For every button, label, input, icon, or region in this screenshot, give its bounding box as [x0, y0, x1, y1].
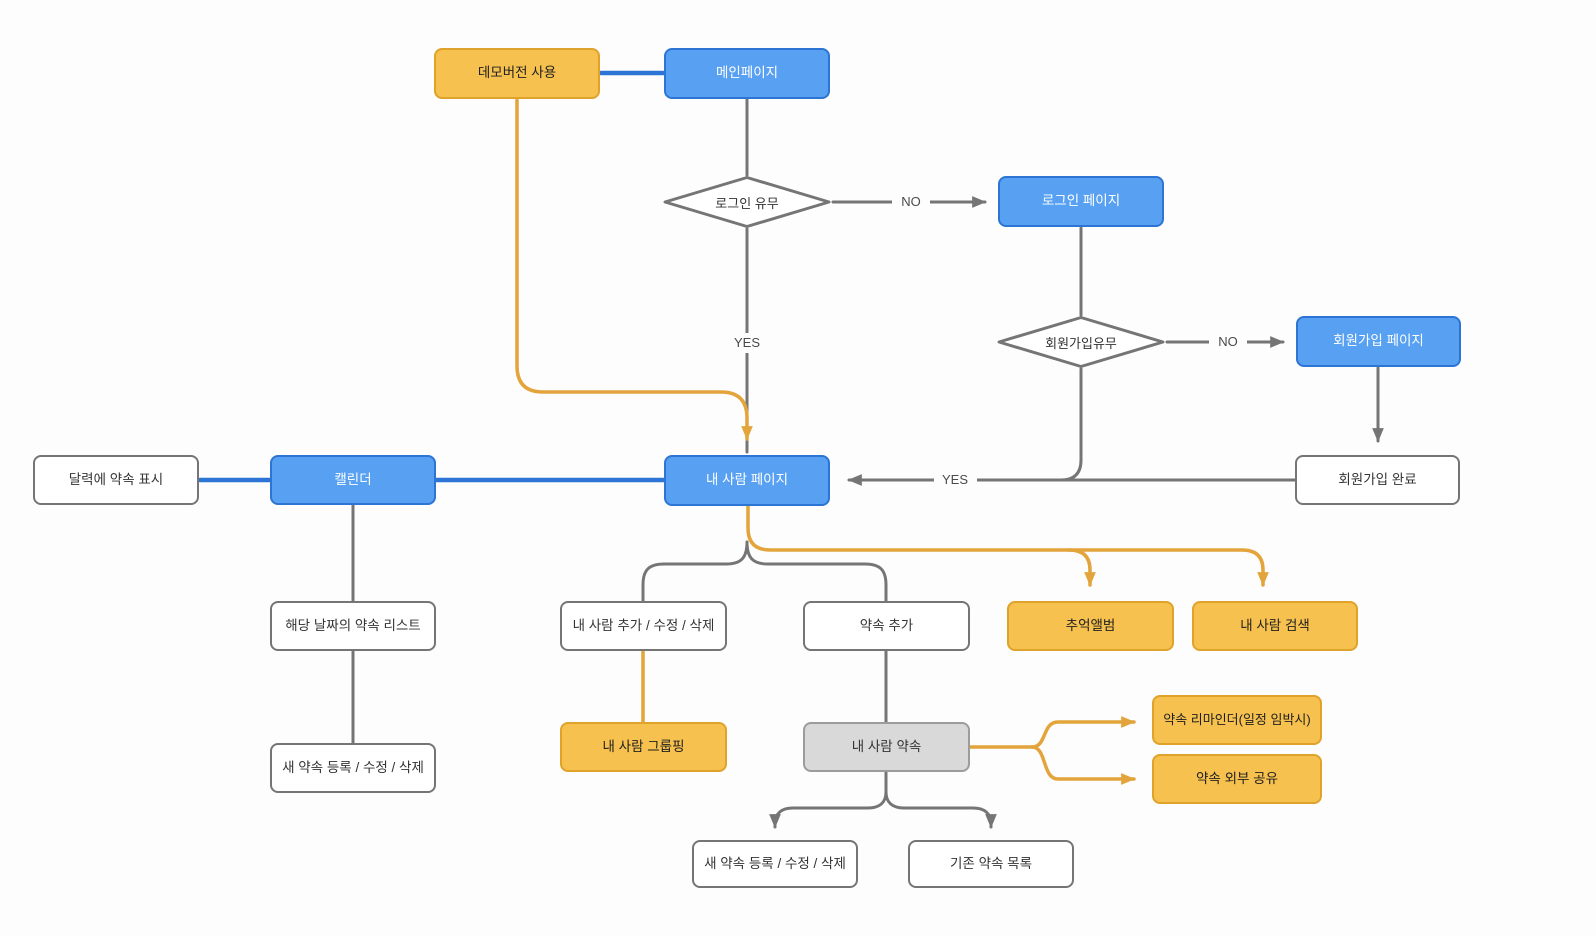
node-new-appointment-calendar[interactable]: 새 약속 등록 / 수정 / 삭제 — [270, 743, 436, 793]
label-signup-no: NO — [1218, 334, 1238, 349]
node-demo-version[interactable]: 데모버전 사용 — [434, 48, 600, 99]
decision-login-check[interactable]: 로그인 유무 — [662, 175, 832, 229]
node-people-appointment[interactable]: 내 사람 약속 — [803, 722, 970, 772]
edge-demo-to-my-people — [515, 98, 753, 441]
node-calendar[interactable]: 캘린더 — [270, 455, 436, 505]
label-login-yes: YES — [734, 335, 760, 350]
node-new-appointment-crud[interactable]: 새 약속 등록 / 수정 / 삭제 — [692, 840, 858, 888]
edge-to-existing-appointments — [884, 790, 997, 829]
node-people-search[interactable]: 내 사람 검색 — [1192, 601, 1358, 651]
node-login-page[interactable]: 로그인 페이지 — [998, 176, 1164, 227]
decision-signup-label: 회원가입유무 — [1045, 335, 1117, 351]
node-people-crud[interactable]: 내 사람 추가 / 수정 / 삭제 — [560, 601, 727, 651]
edge-to-new-appointment-crud — [769, 790, 888, 829]
edge-labels: NO YES NO YES — [726, 192, 1247, 490]
node-signup-complete[interactable]: 회원가입 완료 — [1295, 455, 1460, 505]
edge-signup-check-yes-drop — [1059, 367, 1083, 482]
edge-to-appointment-reminder — [1030, 716, 1136, 749]
edge-to-appointment-share — [1030, 745, 1136, 785]
node-signup-page[interactable]: 회원가입 페이지 — [1296, 316, 1461, 367]
node-appointment-share[interactable]: 약속 외부 공유 — [1152, 754, 1322, 804]
edge-my-people-to-people-crud — [641, 540, 749, 603]
node-main-page[interactable]: 메인페이지 — [664, 48, 830, 99]
node-appointment-reminder[interactable]: 약속 리마인더(일정 임박시) — [1152, 695, 1322, 745]
node-calendar-display[interactable]: 달력에 약속 표시 — [33, 455, 199, 505]
node-date-appointment-list[interactable]: 해당 날짜의 약속 리스트 — [270, 601, 436, 651]
node-memory-album[interactable]: 추억앨범 — [1007, 601, 1174, 651]
node-my-people-page[interactable]: 내 사람 페이지 — [664, 455, 830, 506]
label-signup-yes: YES — [942, 472, 968, 487]
decision-login-label: 로그인 유무 — [715, 195, 779, 211]
decision-signup-check[interactable]: 회원가입유무 — [996, 315, 1166, 369]
edge-my-people-to-appointment-add — [745, 540, 888, 603]
edge-my-people-to-people-search — [746, 504, 1269, 587]
node-appointment-add[interactable]: 약속 추가 — [803, 601, 970, 651]
node-existing-appointment-list[interactable]: 기존 약속 목록 — [908, 840, 1074, 888]
edge-my-people-to-memory-album — [1067, 548, 1096, 587]
diamond-shape — [997, 316, 1165, 368]
node-people-grouping[interactable]: 내 사람 그룹핑 — [560, 722, 727, 772]
diamond-shape — [663, 176, 831, 228]
label-login-no: NO — [901, 194, 921, 209]
